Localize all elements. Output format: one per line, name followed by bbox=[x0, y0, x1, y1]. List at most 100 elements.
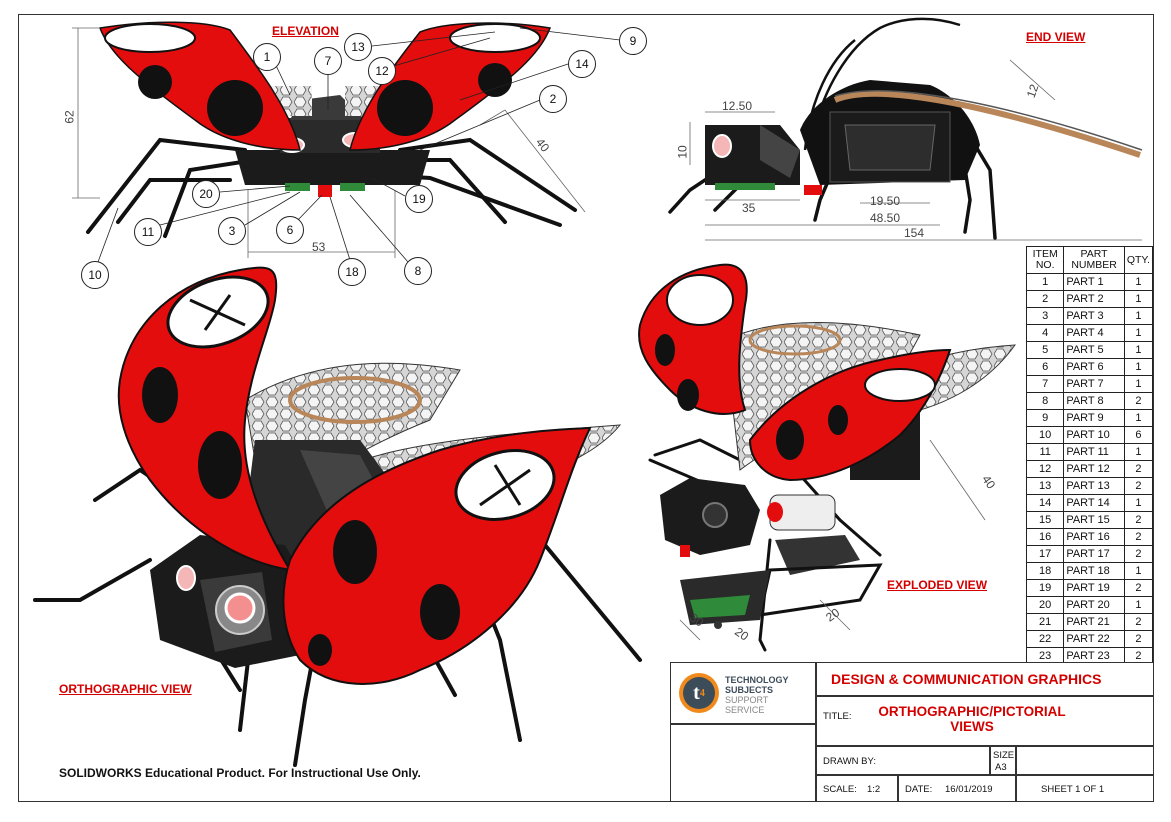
dimension-head-depth: 12.50 bbox=[722, 99, 753, 113]
size-value: A3 bbox=[995, 762, 1007, 773]
balloon-19: 19 bbox=[405, 185, 433, 213]
bom-item-no: 18 bbox=[1025, 562, 1065, 580]
balloon-11: 11 bbox=[134, 218, 162, 246]
dimension-body-outer: 48.50 bbox=[870, 211, 901, 225]
balloon-12: 12 bbox=[368, 57, 396, 85]
bom-qty: 2 bbox=[1123, 511, 1154, 529]
balloon-2: 2 bbox=[539, 85, 567, 113]
bom-qty: 6 bbox=[1123, 426, 1154, 444]
bom-part-number: PART 21 bbox=[1063, 613, 1125, 631]
balloon-10: 10 bbox=[81, 261, 109, 289]
bom-part-number: PART 18 bbox=[1063, 562, 1125, 580]
bom-item-no: 8 bbox=[1025, 392, 1065, 410]
bom-item-no: 13 bbox=[1025, 477, 1065, 495]
bom-part-number: PART 8 bbox=[1063, 392, 1125, 410]
bom-qty: 2 bbox=[1123, 613, 1154, 631]
bom-header-row: ITEM NO. PART NUMBER QTY. bbox=[1025, 246, 1154, 274]
sheet-value: SHEET 1 OF 1 bbox=[1041, 784, 1105, 795]
logo-line-4: SERVICE bbox=[725, 705, 765, 715]
bom-item-no: 4 bbox=[1025, 324, 1065, 342]
date-cell: DATE: 16/01/2019 bbox=[898, 775, 1016, 802]
watermark-text: SOLIDWORKS Educational Product. For Inst… bbox=[59, 766, 421, 780]
bom-part-number: PART 16 bbox=[1063, 528, 1125, 546]
bom-item-no: 19 bbox=[1025, 579, 1065, 597]
balloon-20: 20 bbox=[192, 180, 220, 208]
bom-part-number: PART 10 bbox=[1063, 426, 1125, 444]
balloon-14: 14 bbox=[568, 50, 596, 78]
bom-part-number: PART 2 bbox=[1063, 290, 1125, 308]
balloon-13: 13 bbox=[344, 33, 372, 61]
bom-qty: 2 bbox=[1123, 545, 1154, 563]
bom-part-number: PART 4 bbox=[1063, 324, 1125, 342]
title-value-line-1: ORTHOGRAPHIC/PICTORIAL bbox=[878, 704, 1066, 719]
bom-qty: 2 bbox=[1123, 579, 1154, 597]
elevation-label: ELEVATION bbox=[272, 24, 339, 38]
bom-qty: 1 bbox=[1123, 409, 1154, 427]
bom-qty: 2 bbox=[1123, 630, 1154, 648]
heading-text: DESIGN & COMMUNICATION GRAPHICS bbox=[831, 671, 1102, 687]
balloon-9: 9 bbox=[619, 27, 647, 55]
bom-header-item: ITEM NO. bbox=[1025, 246, 1065, 274]
dimension-head-height: 10 bbox=[675, 145, 690, 159]
bom-item-no: 22 bbox=[1025, 630, 1065, 648]
drawn-by-label: DRAWN BY: bbox=[823, 756, 876, 767]
bom-qty: 1 bbox=[1123, 443, 1154, 461]
bom-header-qty: QTY. bbox=[1123, 246, 1154, 274]
bom-qty: 1 bbox=[1123, 562, 1154, 580]
drawn-by-cell: DRAWN BY: bbox=[816, 746, 990, 775]
bom-part-number: PART 15 bbox=[1063, 511, 1125, 529]
scale-value: 1:2 bbox=[867, 784, 881, 795]
exploded-view bbox=[638, 263, 1017, 652]
bom-item-no: 14 bbox=[1025, 494, 1065, 512]
logo-line-2: SUBJECTS bbox=[725, 685, 774, 695]
title-label: TITLE: bbox=[823, 711, 852, 722]
bom-part-number: PART 6 bbox=[1063, 358, 1125, 376]
bom-qty: 1 bbox=[1123, 273, 1154, 291]
bom-item-no: 5 bbox=[1025, 341, 1065, 359]
bom-item-no: 11 bbox=[1025, 443, 1065, 461]
end-view-label: END VIEW bbox=[1026, 30, 1086, 44]
date-label: DATE: bbox=[905, 784, 933, 795]
bom-item-no: 10 bbox=[1025, 426, 1065, 444]
exploded-view-label: EXPLODED VIEW bbox=[887, 578, 988, 592]
logo-superscript: 4 bbox=[699, 687, 705, 699]
bom-part-number: PART 12 bbox=[1063, 460, 1125, 478]
bom-part-number: PART 7 bbox=[1063, 375, 1125, 393]
bom-qty: 1 bbox=[1123, 375, 1154, 393]
logo-line-3: SUPPORT bbox=[725, 695, 769, 705]
end-view bbox=[668, 17, 1143, 241]
date-value: 16/01/2019 bbox=[945, 784, 993, 795]
drawing-sheet-border bbox=[18, 14, 1154, 802]
title-value: ORTHOGRAPHIC/PICTORIAL VIEWS bbox=[857, 704, 1087, 734]
balloon-1: 1 bbox=[253, 43, 281, 71]
blank-cell bbox=[1016, 746, 1154, 775]
bom-item-no: 17 bbox=[1025, 545, 1065, 563]
dimension-head-length: 35 bbox=[742, 201, 756, 215]
bom-part-number: PART 9 bbox=[1063, 409, 1125, 427]
bom-item-no: 2 bbox=[1025, 290, 1065, 308]
heading-cell: DESIGN & COMMUNICATION GRAPHICS bbox=[816, 662, 1154, 696]
logo-mark: t bbox=[693, 681, 700, 704]
bom-item-no: 15 bbox=[1025, 511, 1065, 529]
size-cell: SIZE A3 bbox=[990, 746, 1016, 775]
bom-qty: 1 bbox=[1123, 341, 1154, 359]
balloon-6: 6 bbox=[276, 216, 304, 244]
bom-part-number: PART 3 bbox=[1063, 307, 1125, 325]
